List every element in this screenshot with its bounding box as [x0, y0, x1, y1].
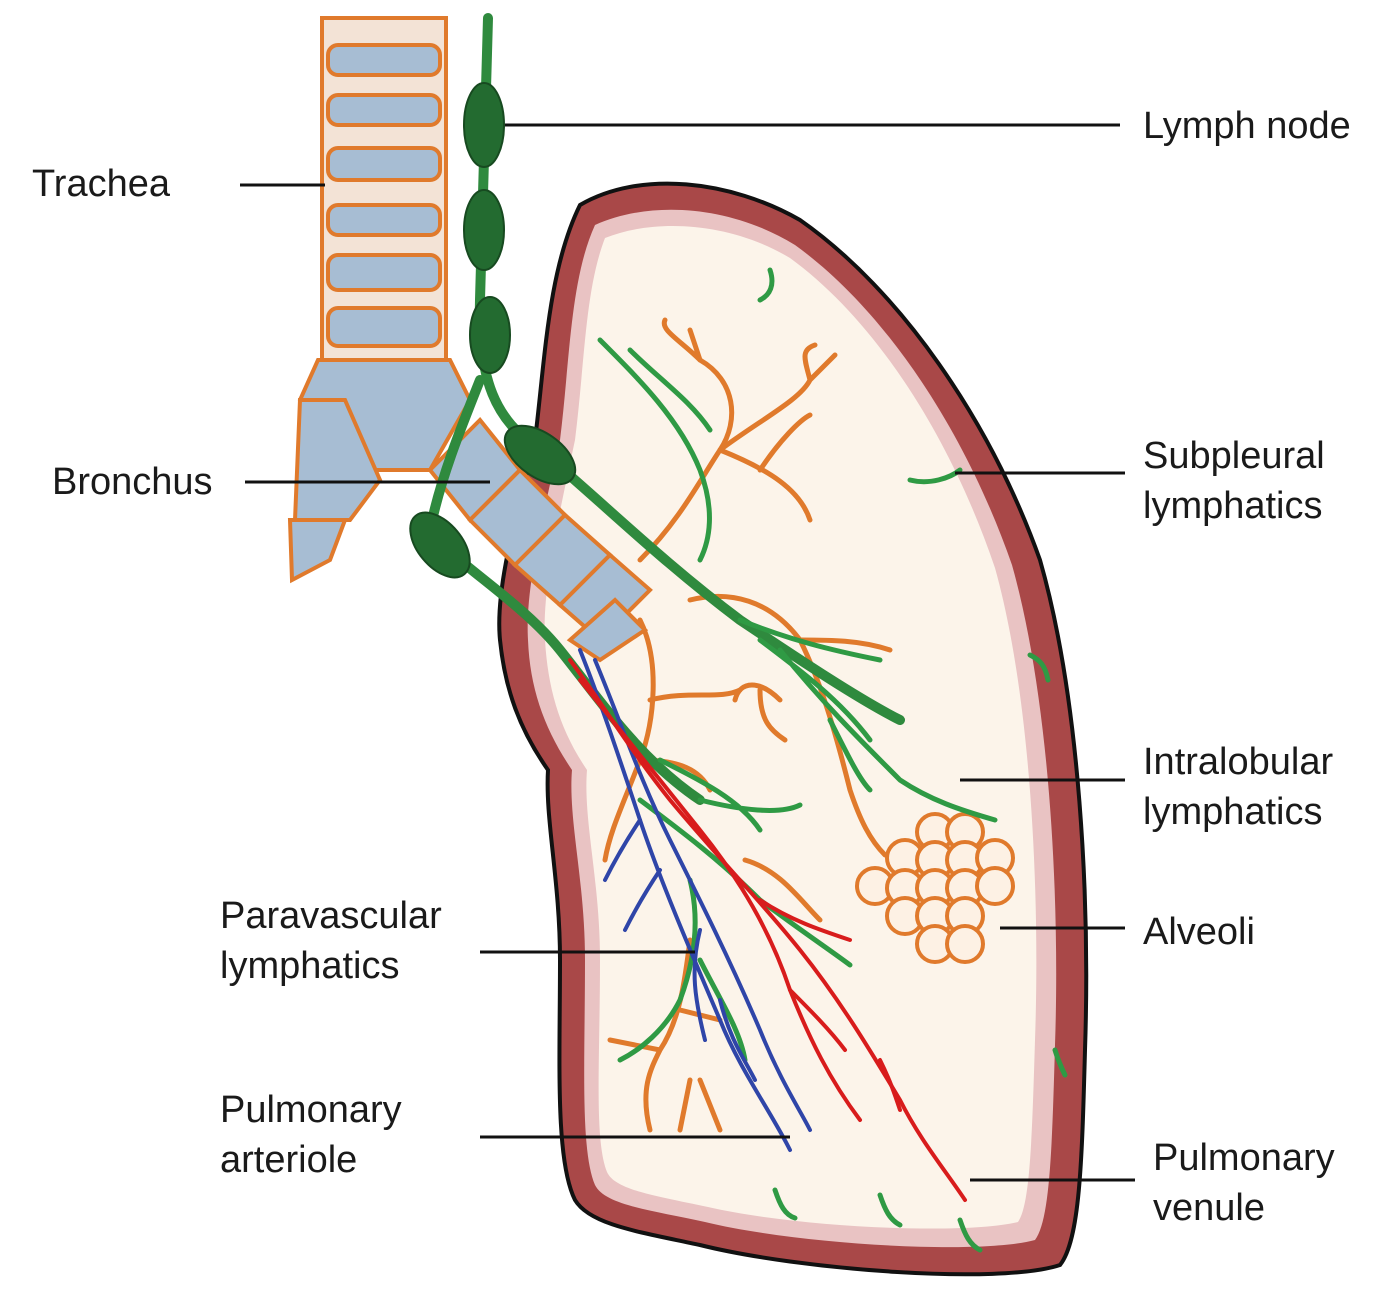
lymph-node-3	[470, 297, 510, 373]
label-venule-line2: venule	[1153, 1187, 1265, 1229]
label-venule-line1: Pulmonary	[1153, 1137, 1335, 1179]
lymph-node	[464, 83, 504, 167]
label-lymph-node: Lymph node	[1143, 105, 1351, 147]
label-alveoli: Alveoli	[1143, 911, 1255, 953]
lymph-node-2	[464, 190, 504, 270]
lung	[499, 184, 1086, 1275]
label-intralobular-line1: Intralobular	[1143, 741, 1333, 783]
label-paravascular-line2: lymphatics	[220, 945, 400, 987]
label-trachea: Trachea	[32, 163, 171, 205]
label-subpleural-line2: lymphatics	[1143, 485, 1323, 527]
label-paravascular-line1: Paravascular	[220, 895, 442, 937]
label-subpleural-line1: Subpleural	[1143, 435, 1325, 477]
label-arteriole-line2: arteriole	[220, 1139, 357, 1181]
label-bronchus: Bronchus	[52, 461, 213, 503]
label-arteriole-line1: Pulmonary	[220, 1089, 402, 1131]
label-intralobular-line2: lymphatics	[1143, 791, 1323, 833]
